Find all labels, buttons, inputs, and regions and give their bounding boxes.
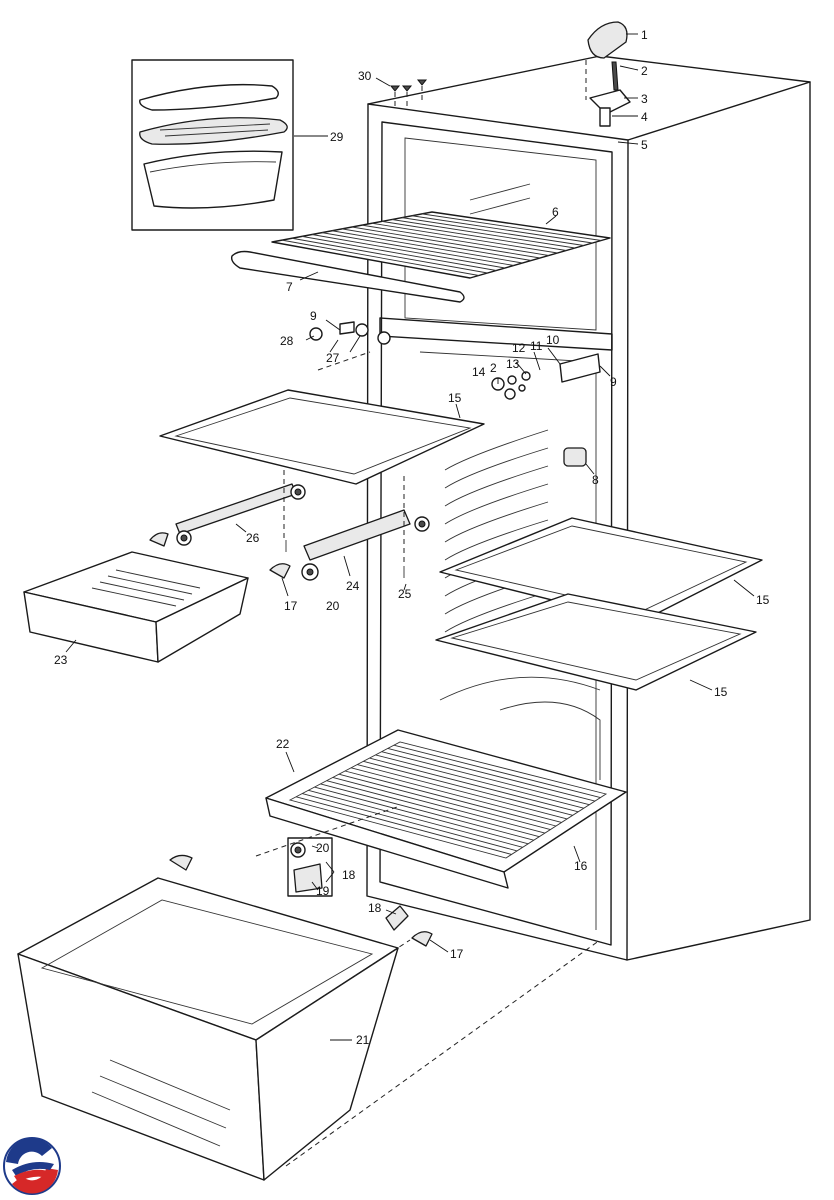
callout-13: 13	[506, 357, 520, 371]
callout-24: 24	[346, 579, 360, 593]
callout-4: 4	[641, 110, 648, 124]
crisper-cover-rib	[375, 754, 584, 809]
crisper-cover-rib	[363, 760, 573, 816]
callout-15-left: 15	[448, 391, 462, 405]
callout-14: 14	[472, 365, 486, 379]
assembly-guides	[255, 351, 601, 1167]
wire-shelf-rod	[341, 228, 532, 261]
callout-29: 29	[330, 130, 344, 144]
crisper-cover-rib	[357, 764, 568, 820]
callout-20-inset: 20	[316, 841, 330, 855]
glass-shelf-right-lower	[435, 593, 757, 691]
callout-17-right: 17	[450, 947, 464, 961]
wire-shelf-rod	[391, 219, 576, 249]
drawer-rail-24	[303, 509, 411, 561]
wire-shelf-rod	[351, 226, 541, 259]
crisper-drawer	[17, 877, 399, 1181]
wire-shelf-rod	[331, 230, 523, 264]
wire-shelf-rod	[401, 217, 584, 246]
wire-shelf-rod	[421, 213, 602, 241]
callout-28: 28	[280, 334, 294, 348]
callout-9-right: 9	[610, 375, 617, 389]
callout-23: 23	[54, 653, 68, 667]
crisper-cover-rib	[344, 770, 557, 827]
wire-shelf-rod	[321, 232, 514, 266]
ice-tray-inset	[131, 59, 294, 231]
crisper-cover-rib	[393, 744, 601, 798]
callout-5: 5	[641, 138, 648, 152]
crisper-cover-rib	[314, 786, 529, 845]
wire-shelf-rod	[311, 234, 506, 269]
callout-26: 26	[246, 531, 260, 545]
brand-logo-icon	[3, 1137, 61, 1195]
rollers	[149, 447, 587, 947]
wire-shelf-rod	[371, 222, 558, 254]
callout-10: 10	[546, 333, 560, 347]
callout-1: 1	[641, 28, 648, 42]
callout-16: 16	[574, 859, 588, 873]
crisper-cover-rib	[302, 793, 518, 852]
callout-12: 12	[512, 341, 526, 355]
callout-7: 7	[286, 280, 293, 294]
callout-25: 25	[398, 587, 412, 601]
wire-shelf-rod	[301, 235, 497, 271]
crisper-cover-rib	[295, 796, 512, 855]
callout-15-lower-right: 15	[714, 685, 728, 699]
screws	[285, 540, 405, 578]
top-hinge-assembly	[389, 21, 631, 127]
callout-labels: 1 2 3 4 5 6 7 8 9 9 10 11 12 13 14 2 15 …	[54, 28, 770, 1047]
crisper-cover-rib	[350, 767, 562, 823]
freezer-shelf-trim	[230, 250, 465, 303]
middle-hinge-cluster	[309, 321, 601, 400]
callout-15-upper-right: 15	[756, 593, 770, 607]
crisper-cover-rib	[320, 783, 534, 841]
callout-3: 3	[641, 92, 648, 106]
callout-8: 8	[592, 473, 599, 487]
callout-27: 27	[326, 351, 340, 365]
crisper-cover	[265, 729, 627, 889]
callout-6: 6	[552, 205, 559, 219]
leader-lines	[65, 33, 755, 1041]
wire-shelf-rod	[381, 220, 567, 251]
freezer-wire-shelf	[271, 211, 611, 279]
crisper-cover-rib	[308, 789, 523, 848]
callout-20-upper: 20	[326, 599, 340, 613]
meat-drawer	[23, 551, 249, 663]
callout-11: 11	[530, 339, 543, 353]
callout-22: 22	[276, 737, 290, 751]
crisper-cover-rib	[332, 777, 546, 834]
crisper-cover-rib	[381, 751, 590, 806]
callout-19: 19	[316, 884, 330, 898]
callout-30: 30	[358, 69, 372, 83]
crisper-cover-rib	[369, 757, 579, 813]
guard-inset	[287, 837, 333, 897]
callout-18-inset: 18	[342, 868, 356, 882]
crisper-cover-rib	[326, 780, 540, 838]
glass-shelf-left	[159, 389, 485, 485]
crisper-cover-rib	[338, 773, 551, 830]
callout-21: 21	[356, 1033, 370, 1047]
callout-9-left: 9	[310, 309, 317, 323]
callout-2: 2	[641, 64, 648, 78]
wire-shelf-rod	[411, 215, 593, 244]
crisper-cover-rib	[387, 748, 595, 802]
wire-shelf-rod	[291, 237, 488, 274]
wire-shelf-rod	[281, 239, 479, 276]
drawer-rail-26	[175, 483, 297, 535]
callout-2-lower: 2	[490, 361, 497, 375]
callout-18-lower: 18	[368, 901, 382, 915]
callout-17-left: 17	[284, 599, 298, 613]
wire-shelf-rod	[361, 224, 549, 256]
